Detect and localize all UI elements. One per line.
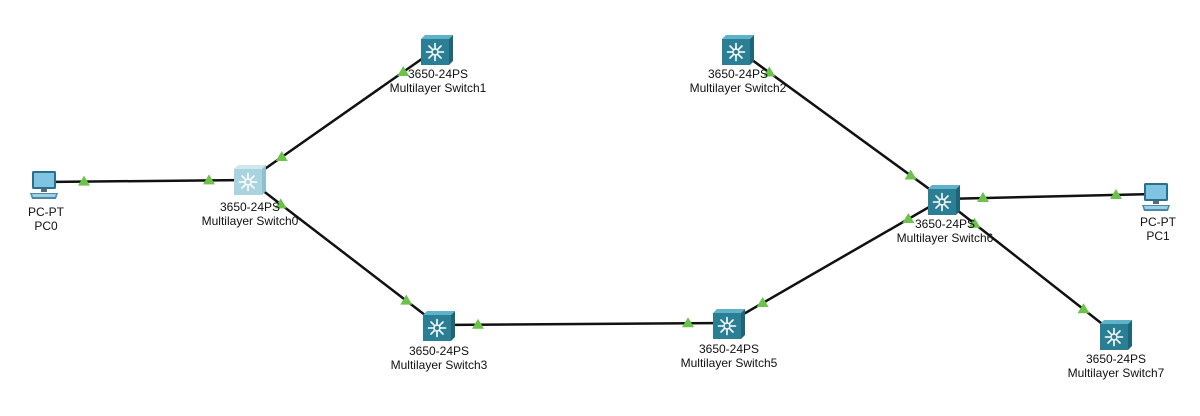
multilayer-switch-icon (722, 35, 754, 65)
link-status-up-icon (274, 198, 287, 209)
device-name: Multilayer Switch1 (389, 81, 487, 95)
link-status-up-icon (756, 297, 769, 308)
device-model: 3650-24PS (707, 67, 769, 81)
link-status-up-icon (1077, 303, 1090, 314)
device-label: 3650-24PS Multilayer Switch7 (1061, 352, 1171, 380)
device-label: 3650-24PS Multilayer Switch1 (383, 67, 493, 95)
multilayer-switch-icon (713, 309, 745, 339)
multilayer-switch-icon (1100, 320, 1132, 350)
multilayer-switch-icon (928, 185, 960, 215)
link-status-up-icon (904, 169, 917, 180)
device-name: Multilayer Switch0 (201, 214, 299, 228)
device-model: 3650-24PS (219, 200, 281, 214)
device-model: 3650-24PS (408, 344, 470, 358)
link-sw6-pc1[interactable] (942, 192, 1157, 201)
multilayer-switch-icon (234, 165, 266, 195)
device-model: 3650-24PS (698, 342, 760, 356)
device-name: Multilayer Switch5 (680, 356, 778, 370)
link-sw3-sw5[interactable] (437, 321, 729, 327)
link-status-up-icon (275, 151, 288, 162)
device-name: Multilayer Switch3 (390, 358, 488, 372)
link-status-up-icon (77, 175, 90, 186)
link-status-up-icon (902, 212, 915, 223)
device-label: PC-PT PC1 (1134, 215, 1182, 243)
link-status-up-icon (968, 217, 981, 228)
device-model: PC-PT (28, 205, 64, 219)
device-model: 3650-24PS (914, 217, 976, 231)
link-status-up-icon (763, 66, 776, 77)
device-name: PC1 (1146, 229, 1170, 243)
device-model: 3650-24PS (1085, 352, 1147, 366)
link-status-up-icon (397, 65, 410, 76)
device-name: Multilayer Switch6 (896, 231, 994, 245)
device-label: 3650-24PS Multilayer Switch5 (674, 342, 784, 370)
link-status-up-icon (471, 318, 484, 329)
device-name: Multilayer Switch2 (689, 81, 787, 95)
device-label: 3650-24PS Multilayer Switch3 (384, 344, 494, 372)
pc-icon (29, 170, 59, 200)
device-model: 3650-24PS (407, 67, 469, 81)
multilayer-switch-icon (421, 35, 453, 65)
device-model: PC-PT (1140, 215, 1176, 229)
device-label: 3650-24PS Multilayer Switch0 (195, 200, 305, 228)
link-status-up-icon (682, 317, 695, 328)
device-label: PC-PT PC0 (22, 205, 70, 233)
device-name: PC0 (34, 219, 58, 233)
link-status-up-icon (1110, 188, 1123, 199)
multilayer-switch-icon (423, 311, 455, 341)
pc-icon (1141, 182, 1171, 212)
device-name: Multilayer Switch7 (1067, 366, 1165, 380)
link-status-up-icon (976, 192, 989, 203)
link-status-up-icon (203, 174, 216, 185)
device-label: 3650-24PS Multilayer Switch2 (683, 67, 793, 95)
link-status-up-icon (400, 294, 413, 305)
device-label: 3650-24PS Multilayer Switch6 (890, 217, 1000, 245)
link-pc0-sw0[interactable] (43, 178, 250, 184)
